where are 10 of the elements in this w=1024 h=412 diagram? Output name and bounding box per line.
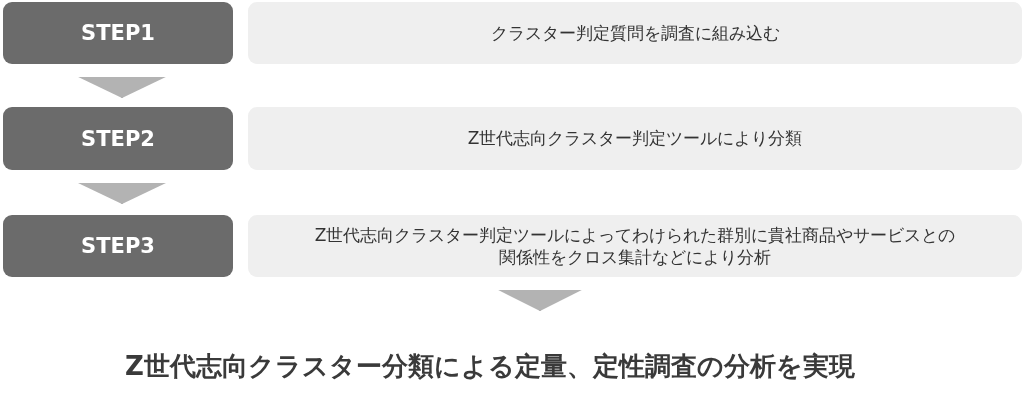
result-text: Z世代志向クラスター分類による定量、定性調査の分析を実現	[120, 320, 860, 412]
description-box: Z世代志向クラスター判定ツールにより分類	[248, 107, 1022, 170]
step-box: STEP1	[3, 2, 233, 64]
step-box: STEP3	[3, 215, 233, 277]
description-box: クラスター判定質問を調査に組み込む	[248, 2, 1022, 64]
arrow	[78, 183, 166, 205]
arrow	[498, 289, 582, 312]
arrow	[78, 76, 166, 99]
description-box: Z世代志向クラスター判定ツールによってわけられた群別に貴社商品やサービスとの関係性をクロス集計などにより分析	[248, 215, 1022, 277]
step-box: STEP2	[3, 107, 233, 170]
